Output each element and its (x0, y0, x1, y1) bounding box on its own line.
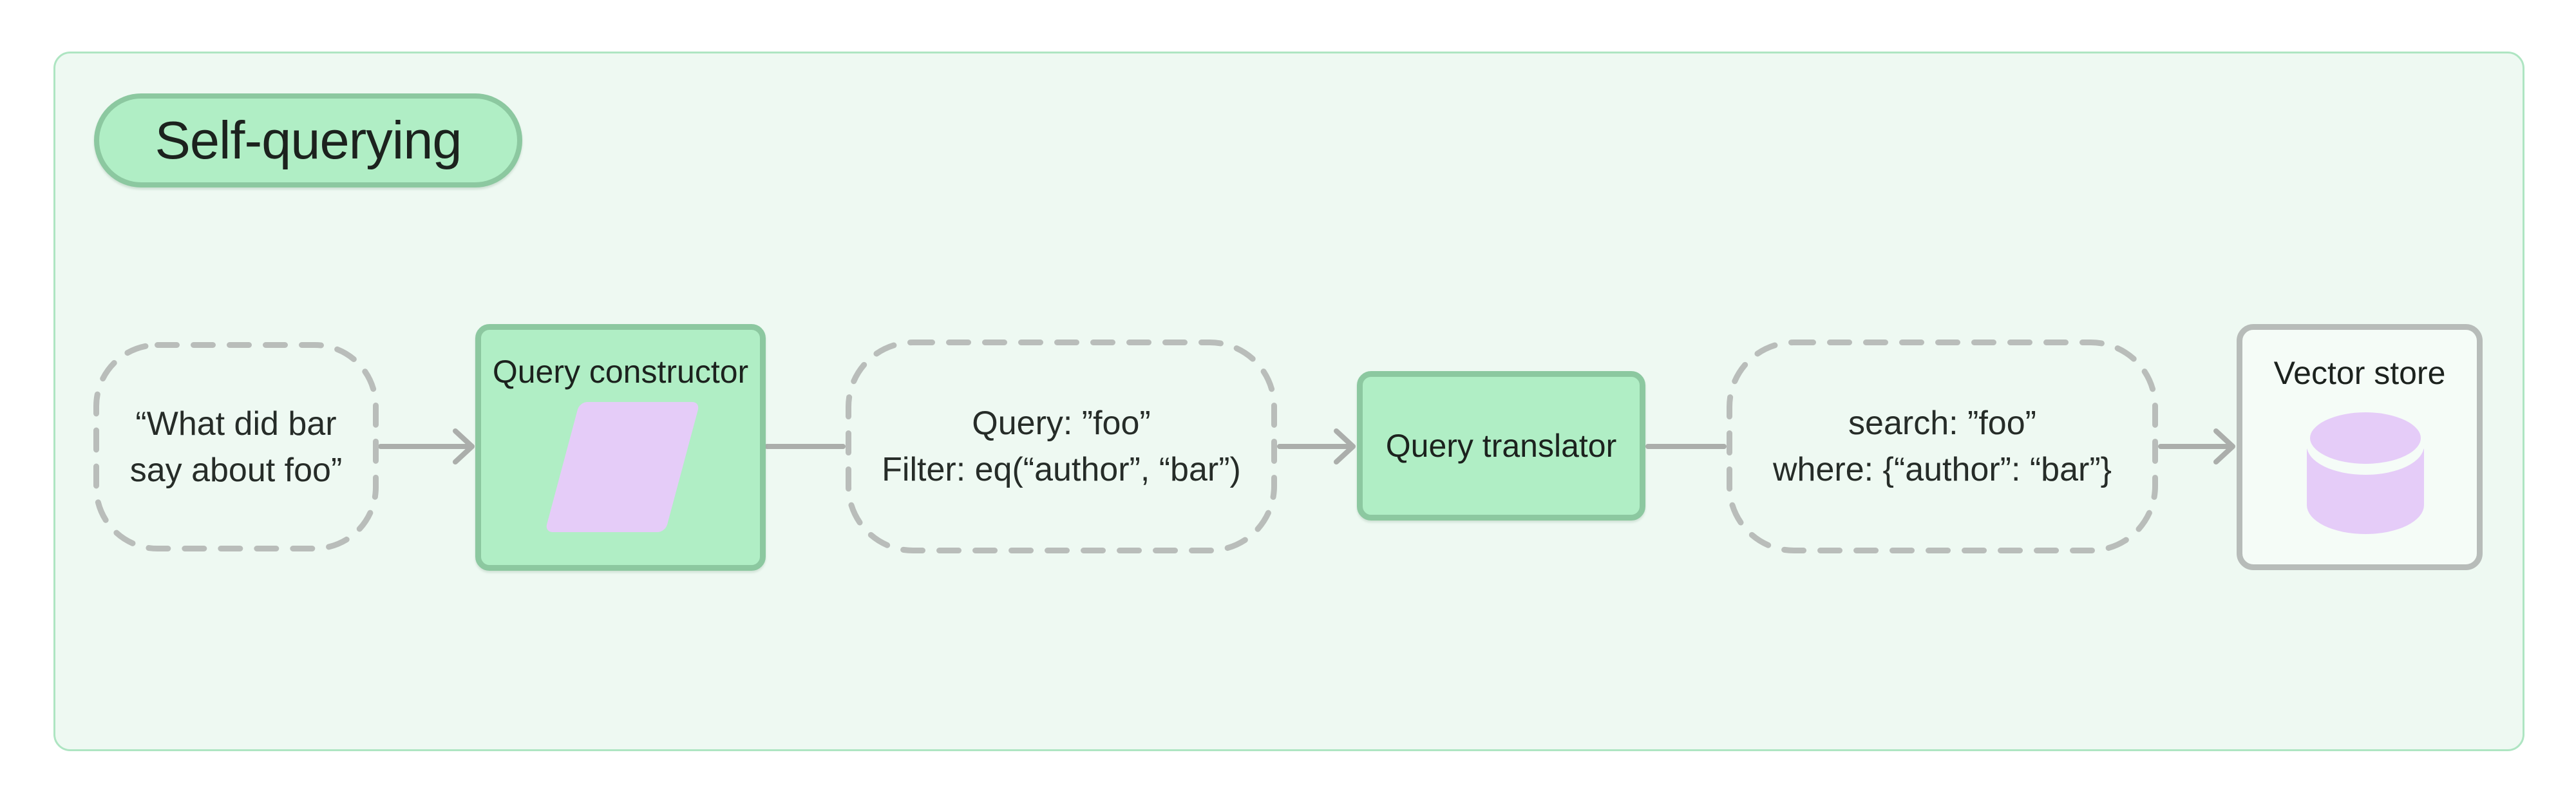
node-line: Query: ”foo” (972, 405, 1151, 442)
node-user-query: “What did bar say about foo” (93, 342, 379, 551)
query-constructor-title: Query constructor (492, 354, 749, 390)
node-line: where: {“author”: “bar”} (1772, 451, 2112, 488)
vector-store-box: Vector store (2237, 324, 2483, 570)
title-badge-label: Self-querying (155, 110, 462, 170)
node-line: say about foo” (129, 451, 343, 489)
query-constructor-box: Query constructor (475, 324, 766, 571)
vector-store-title: Vector store (2273, 355, 2446, 391)
dashed-border (1727, 340, 2158, 553)
node-line: search: ”foo” (1848, 405, 2036, 442)
arrow-translated-query-to-vector-store (2158, 428, 2235, 464)
dashed-border (93, 342, 379, 551)
diagram-container: Self-querying “What (53, 52, 2524, 751)
query-translator-title: Query translator (1385, 428, 1617, 464)
node-constructed-query-text: Query: ”foo” Filter: eq(“author”, “bar”) (846, 340, 1277, 553)
dashed-border (846, 340, 1277, 553)
query-translator-box: Query translator (1357, 371, 1645, 521)
arrow-constructed-query-to-query-translator (1277, 428, 1356, 464)
database-icon (2304, 406, 2427, 534)
node-line: Filter: eq(“author”, “bar”) (882, 451, 1241, 488)
node-translated-query-text: search: ”foo” where: {“author”: “bar”} (1727, 340, 2158, 553)
node-translated-query: search: ”foo” where: {“author”: “bar”} (1727, 340, 2158, 553)
node-user-query-text: “What did bar say about foo” (93, 342, 379, 551)
title-badge: Self-querying (94, 93, 522, 187)
parallelogram-icon (544, 402, 701, 532)
node-constructed-query: Query: ”foo” Filter: eq(“author”, “bar”) (846, 340, 1277, 553)
node-line: “What did bar (135, 405, 337, 443)
arrow-user-query-to-query-constructor (378, 428, 475, 464)
